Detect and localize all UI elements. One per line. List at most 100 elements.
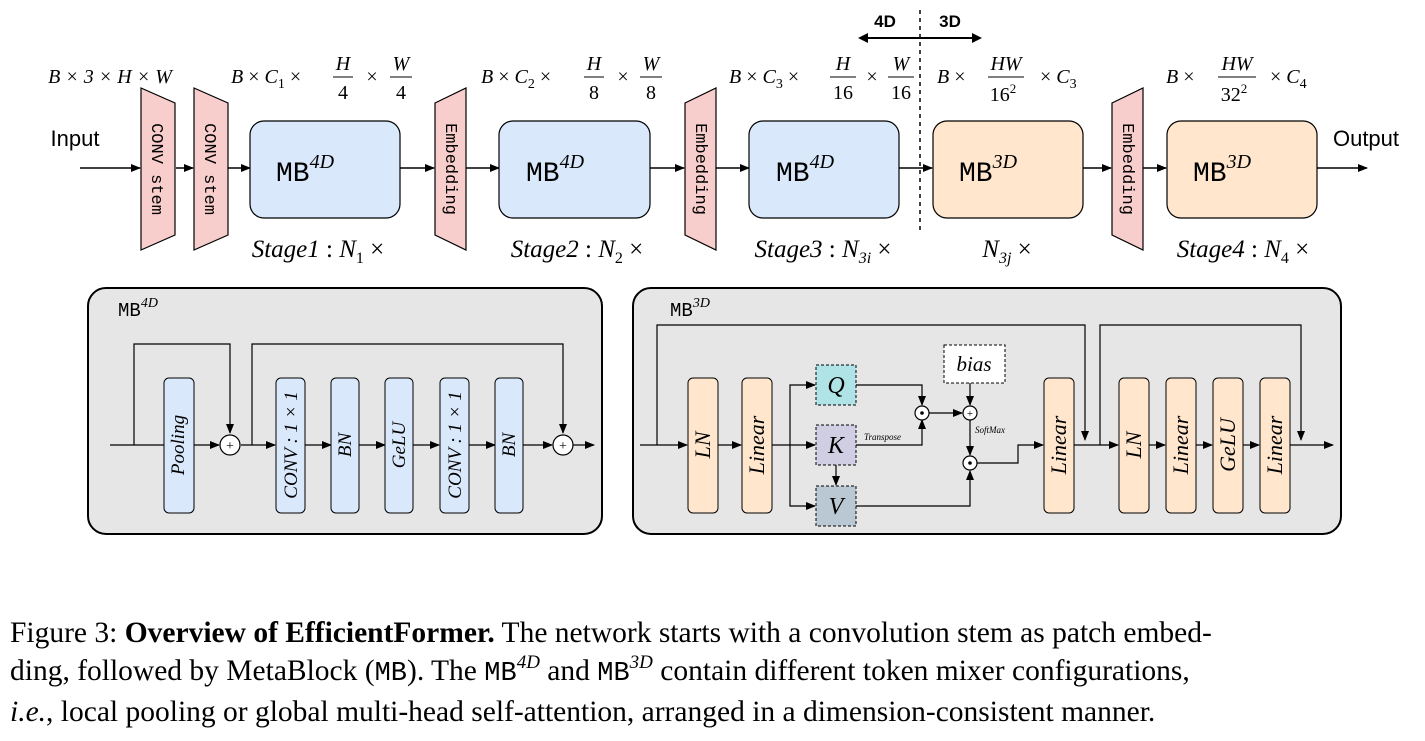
svg-text:16: 16 — [891, 82, 911, 104]
k-block: K — [815, 424, 857, 466]
split-label-4d: 4D — [874, 12, 896, 31]
svg-text:CONV stem: CONV stem — [199, 123, 218, 215]
dim-stage3-4d: B × C3 × H 16 × W 16 — [729, 53, 914, 104]
mb3d-ln-block: LN — [687, 377, 719, 514]
svg-text:MB4D: MB4D — [776, 151, 835, 190]
mb4d-panel-title: MB4D — [118, 296, 158, 322]
svg-text:Q: Q — [827, 373, 844, 399]
embedding-2: Embedding — [684, 87, 717, 251]
mb3d-ffn-gelu-block: GeLU — [1212, 377, 1244, 514]
svg-text:W: W — [893, 53, 912, 75]
mb3d-block-stage4: MB3D — [1166, 120, 1318, 219]
conv-stem-2: CONV stem — [193, 87, 229, 251]
svg-text:4: 4 — [338, 82, 348, 104]
mb4d-block-stage1: MB4D — [249, 120, 401, 219]
mb4d-bn1-block: BN — [330, 377, 360, 514]
softmax-label: SoftMax — [975, 425, 1005, 435]
svg-text:×: × — [617, 66, 628, 88]
input-label: Input — [51, 126, 100, 151]
svg-text:Linear: Linear — [1168, 415, 1193, 475]
caption-line-1: Figure 3: Overview of EfficientFormer. T… — [10, 614, 1415, 652]
mb3d-block-stage3: MB3D — [932, 120, 1084, 219]
svg-text:W: W — [393, 53, 412, 75]
svg-text:+: + — [967, 408, 973, 420]
matmul-node-1 — [914, 405, 930, 421]
output-label: Output — [1333, 126, 1399, 151]
dim-stage1: B × C1 × H 4 × W 4 — [231, 53, 412, 104]
embedding-3: Embedding — [1111, 87, 1144, 251]
svg-text:B × C1 ×: B × C1 × — [231, 66, 301, 92]
mb4d-gelu-block: GeLU — [384, 377, 414, 514]
svg-text:B × C3 ×: B × C3 × — [729, 66, 799, 92]
svg-text:H: H — [335, 53, 352, 75]
q-block: Q — [815, 364, 857, 406]
svg-text:bias: bias — [956, 352, 991, 376]
svg-text:Linear: Linear — [1046, 415, 1071, 475]
svg-text:322: 322 — [1221, 81, 1248, 106]
conv-stem-1: CONV stem — [140, 87, 176, 251]
svg-text:+: + — [559, 439, 567, 454]
add-node-1: + — [219, 434, 241, 456]
svg-text:LN: LN — [690, 430, 715, 459]
mb4d-block-stage2: MB4D — [498, 120, 651, 219]
svg-text:CONV stem: CONV stem — [146, 123, 165, 215]
dim-stage3-3d: B × HW 162 × C3 — [937, 53, 1077, 106]
svg-text:Linear: Linear — [744, 415, 769, 475]
svg-text:× C3: × C3 — [1040, 66, 1077, 92]
svg-text:16: 16 — [833, 82, 853, 104]
svg-text:K: K — [827, 433, 846, 459]
svg-text:×: × — [866, 66, 877, 88]
transpose-label: Transpose — [864, 432, 901, 442]
svg-text:4: 4 — [396, 82, 406, 104]
svg-text:GeLU: GeLU — [1215, 416, 1240, 472]
caption-line-3: i.e., local pooling or global multi-head… — [10, 696, 1156, 728]
embedding-1: Embedding — [434, 87, 467, 251]
stage3-label: Stage3 : N3i × — [755, 236, 892, 267]
svg-text:H: H — [835, 53, 852, 75]
svg-text:CONV : 1 × 1: CONV : 1 × 1 — [281, 391, 302, 498]
svg-text:Embedding: Embedding — [690, 123, 709, 215]
v-block: V — [815, 485, 857, 527]
add-node-2: + — [552, 434, 574, 456]
svg-text:×: × — [366, 66, 377, 88]
svg-text:MB4D: MB4D — [526, 151, 585, 190]
svg-text:W: W — [643, 53, 662, 75]
bias-block: bias — [943, 344, 1006, 384]
mb3d-ffn-linear2-block: Linear — [1259, 377, 1291, 514]
svg-text:B ×: B × — [937, 66, 966, 88]
svg-text:H: H — [586, 53, 603, 75]
caption-figure-label: Figure 3: — [10, 617, 118, 649]
mb4d-detail-panel: MB4D + + Pooling CONV : 1 × 1 — [87, 287, 603, 535]
mb3d-linear-in-block: Linear — [741, 377, 773, 514]
dim-input: B × 3 × H × W — [48, 66, 174, 88]
mb3d-ffn-ln-block: LN — [1118, 377, 1150, 514]
mb4d-conv2-block: CONV : 1 × 1 — [439, 377, 470, 514]
svg-text:MB3D: MB3D — [959, 151, 1018, 190]
caption-line-2: ding, followed by MetaBlock (MB). The MB… — [10, 652, 1190, 689]
svg-text:Embedding: Embedding — [440, 123, 459, 215]
dim-stage4: B × HW 322 × C4 — [1166, 53, 1307, 106]
split-label-3d: 3D — [939, 12, 961, 31]
mb4d-conv1-block: CONV : 1 × 1 — [275, 377, 306, 514]
svg-text:CONV : 1 × 1: CONV : 1 × 1 — [445, 391, 466, 498]
mb3d-ffn-linear1-block: Linear — [1165, 377, 1197, 514]
stage3j-label: N3j × — [981, 236, 1032, 267]
mb4d-bn2-block: BN — [494, 377, 524, 514]
svg-text:HW: HW — [1220, 53, 1254, 75]
svg-text:Linear: Linear — [1262, 415, 1287, 475]
svg-text:MB3D: MB3D — [1193, 151, 1252, 190]
svg-text:GeLU: GeLU — [389, 421, 410, 469]
svg-text:Embedding: Embedding — [1117, 123, 1136, 215]
svg-text:V: V — [829, 494, 846, 520]
svg-text:Pooling: Pooling — [168, 415, 189, 476]
mb4d-pooling-block: Pooling — [163, 377, 195, 514]
caption-line1-text: The network starts with a convolution st… — [501, 617, 1212, 649]
svg-text:B × C2 ×: B × C2 × — [481, 66, 551, 92]
matmul-node-2 — [962, 455, 978, 471]
dimension-split-indicator: 4D 3D — [858, 10, 982, 232]
svg-text:MB4D: MB4D — [276, 151, 335, 190]
stage4-label: Stage4 : N4 × — [1177, 236, 1310, 267]
dim-stage2: B × C2 × H 8 × W 8 — [481, 53, 662, 104]
mb4d-block-stage3: MB4D — [748, 120, 900, 219]
mb3d-linear-proj-block: Linear — [1043, 377, 1075, 514]
